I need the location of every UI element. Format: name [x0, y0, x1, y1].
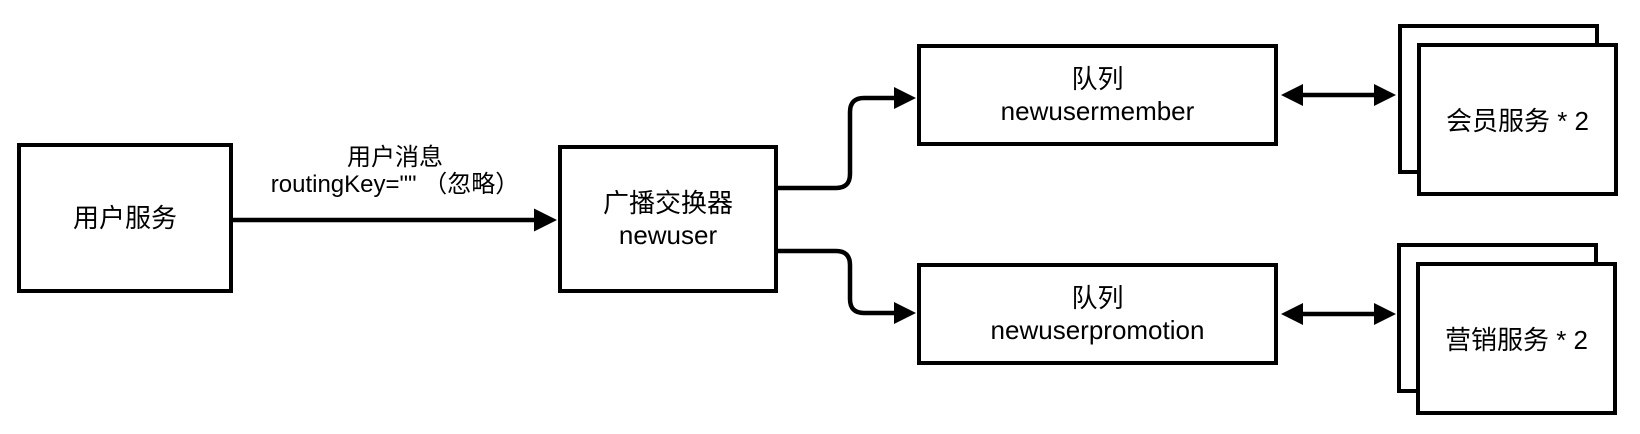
edge-queue-member-to-service	[1281, 84, 1396, 106]
node-promotion-service: 营销服务 * 2	[1397, 243, 1618, 416]
edge-queue-promotion-to-service	[1281, 303, 1396, 325]
queue-promotion-name: newuserpromotion	[990, 315, 1205, 345]
edge-exchange-to-queue-promotion	[776, 248, 916, 324]
node-member-service: 会员服务 * 2	[1398, 24, 1618, 196]
node-exchange-newuser: 广播交换器 newuser	[558, 145, 778, 293]
exchange-title: 广播交换器	[602, 188, 733, 218]
member-service-label: 会员服务 * 2	[1445, 106, 1590, 136]
promotion-service-card-front: 营销服务 * 2	[1416, 262, 1617, 415]
exchange-name: newuser	[618, 220, 718, 250]
edge-user-to-exchange	[231, 208, 557, 232]
member-service-card-front: 会员服务 * 2	[1417, 43, 1618, 196]
message-edge-label-line1: 用户消息	[347, 144, 443, 171]
user-service-label: 用户服务	[72, 203, 177, 233]
queue-member-title: 队列	[1071, 64, 1124, 94]
queue-member-name: newusermember	[1000, 96, 1195, 126]
queue-promotion-title: 队列	[1071, 283, 1124, 313]
edge-exchange-to-queue-member	[776, 87, 916, 191]
node-queue-newusermember: 队列 newusermember	[917, 44, 1278, 146]
message-edge-label: 用户消息 routingKey="" （忽略）	[230, 144, 560, 198]
node-queue-newuserpromotion: 队列 newuserpromotion	[917, 263, 1278, 365]
node-user-service: 用户服务	[17, 143, 233, 293]
promotion-service-label: 营销服务 * 2	[1444, 325, 1589, 355]
message-edge-label-line2: routingKey="" （忽略）	[270, 171, 520, 198]
